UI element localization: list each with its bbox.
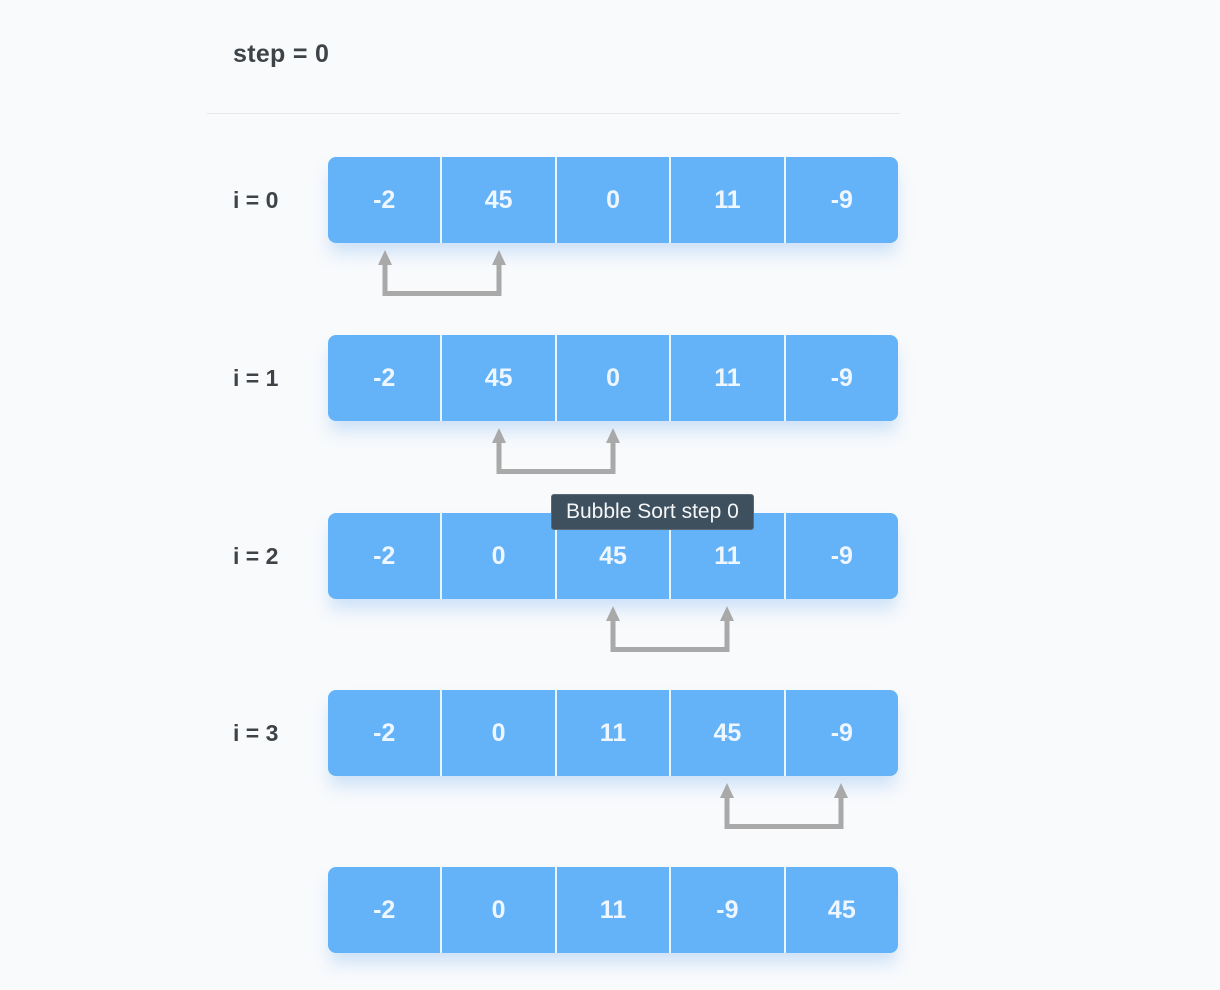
array-cell[interactable]: 11 <box>669 157 783 243</box>
compare-arrow-1-2 <box>492 428 620 474</box>
array-cell[interactable]: 45 <box>440 335 554 421</box>
array-cell[interactable]: -9 <box>783 157 898 243</box>
array-cell[interactable]: 11 <box>554 867 669 953</box>
array-cell[interactable]: 11 <box>669 513 783 599</box>
array-cell[interactable]: -9 <box>783 335 898 421</box>
row-label-i2: i = 2 <box>233 543 279 569</box>
array-cell[interactable]: -2 <box>373 718 396 747</box>
tooltip: Bubble Sort step 0 <box>551 494 754 530</box>
array-cell[interactable]: -2 <box>373 363 396 392</box>
array-cell[interactable]: 11 <box>669 335 783 421</box>
array-row-3: -2 0 11 45 -9 <box>328 690 898 776</box>
array-cell[interactable]: -9 <box>669 867 783 953</box>
array-cell[interactable]: 0 <box>440 690 554 776</box>
divider <box>207 113 900 114</box>
array-cell[interactable]: -2 <box>373 895 396 924</box>
array-cell[interactable]: 0 <box>440 867 554 953</box>
array-cell[interactable]: 45 <box>554 513 669 599</box>
array-cell[interactable]: -2 <box>373 541 396 570</box>
array-cell[interactable]: 11 <box>554 690 669 776</box>
array-cell[interactable]: -9 <box>783 690 898 776</box>
array-cell[interactable]: 45 <box>440 157 554 243</box>
array-cell[interactable]: 0 <box>554 157 669 243</box>
array-row-4: -2 0 11 -9 45 <box>328 867 898 953</box>
compare-arrow-0-1 <box>378 250 506 296</box>
array-cell[interactable]: 0 <box>440 513 554 599</box>
array-cell[interactable]: -9 <box>783 513 898 599</box>
array-cell[interactable]: 45 <box>783 867 898 953</box>
array-row-0: -2 45 0 11 -9 <box>328 157 898 243</box>
compare-arrow-2-3 <box>606 606 734 652</box>
row-label-i1: i = 1 <box>233 365 279 391</box>
step-header: step = 0 <box>233 40 330 68</box>
row-label-i3: i = 3 <box>233 720 279 746</box>
compare-arrow-3-4 <box>720 783 848 829</box>
array-cell[interactable]: 45 <box>669 690 783 776</box>
array-cell[interactable]: 0 <box>554 335 669 421</box>
array-cell[interactable]: -2 <box>373 185 396 214</box>
row-label-i0: i = 0 <box>233 187 279 213</box>
array-row-1: -2 45 0 11 -9 <box>328 335 898 421</box>
